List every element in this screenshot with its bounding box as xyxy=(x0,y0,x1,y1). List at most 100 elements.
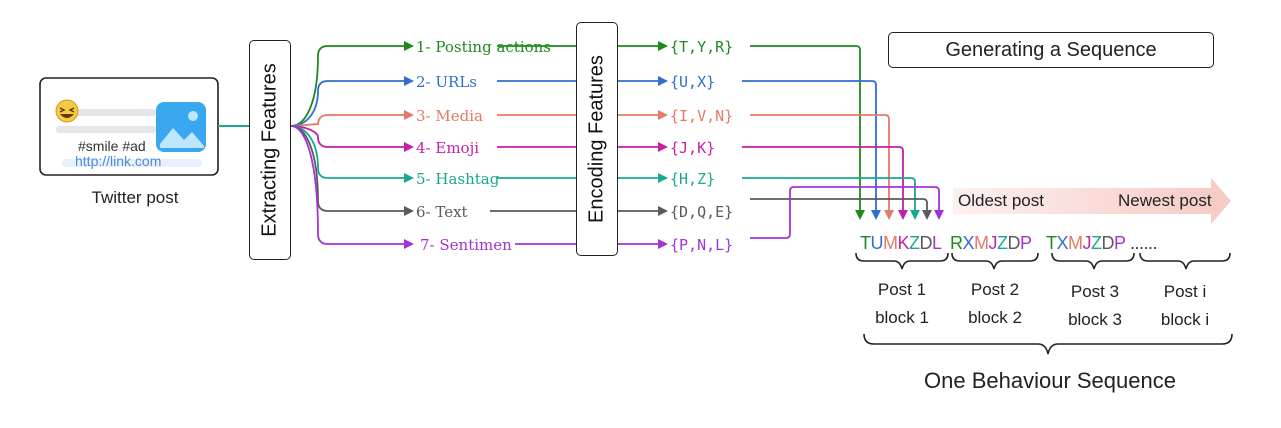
route-line-4 xyxy=(742,146,904,210)
code-label-7: {P,N,L} xyxy=(670,236,733,254)
code-label-1: {T,Y,R} xyxy=(670,38,733,56)
sequence-block3-char-1: T xyxy=(1046,233,1057,253)
sequence-block3-char-5: Z xyxy=(1091,233,1102,253)
post-hashtags: #smile #ad xyxy=(78,138,146,154)
code-label-2: {U,X} xyxy=(670,73,715,91)
post-i-label: Post i block i xyxy=(1145,278,1225,334)
encode-arrowhead-4 xyxy=(658,142,668,152)
feature-label-5: 5- Hashtag xyxy=(416,170,500,188)
encode-arrowhead-6 xyxy=(658,206,668,216)
code-label-5: {H,Z} xyxy=(670,170,715,188)
sequence-routing-arrows xyxy=(742,45,944,239)
sequence-block1-char-7: L xyxy=(932,233,942,253)
route-line-1 xyxy=(750,45,861,210)
sequence-block1-char-5: Z xyxy=(909,233,920,253)
sequence-block2-char-7: P xyxy=(1020,233,1032,253)
feature-labels: 1- Posting actions 2- URLs 3- Media 4- Emoj… xyxy=(416,38,551,254)
sequence-brace xyxy=(863,333,1233,355)
sequence-block1-char-4: K xyxy=(897,233,910,253)
sequence-block2-char-2: X xyxy=(962,233,975,253)
route-line-2 xyxy=(742,80,877,210)
post-i-block: block i xyxy=(1160,310,1210,329)
fanout-arrowhead-6 xyxy=(404,206,414,216)
sequence-block1-char-1: T xyxy=(860,233,871,253)
code-label-3: {I,V,N} xyxy=(670,107,733,125)
extract-features-box: Extracting Features xyxy=(249,40,291,260)
post-braces xyxy=(855,252,1231,270)
encode-arrowhead-5 xyxy=(658,173,668,183)
sequence-block2-char-3: M xyxy=(974,233,989,253)
encode-features-box: Encoding Features xyxy=(576,22,618,256)
route-arrowhead-1 xyxy=(855,210,865,220)
feature-label-2: 2- URLs xyxy=(416,73,477,91)
code-label-4: {J,K} xyxy=(670,139,715,157)
fanout-line-1 xyxy=(290,45,404,127)
route-arrowhead-7 xyxy=(934,210,944,220)
code-label-6: {D,Q,E} xyxy=(670,203,733,221)
post-link: http://link.com xyxy=(75,153,161,169)
post-1-label: Post 1 block 1 xyxy=(862,276,942,332)
sequence-block-2: RXMJZDP xyxy=(950,233,1032,254)
oldest-post-label: Oldest post xyxy=(958,191,1044,210)
fanout-line-4 xyxy=(290,125,404,148)
sequence-block1-char-6: D xyxy=(919,233,933,253)
feature-label-1: 1- Posting actions xyxy=(416,38,551,56)
feature-label-3: 3- Media xyxy=(416,107,483,125)
route-arrowhead-4 xyxy=(898,210,908,220)
twitter-post-caption: Twitter post xyxy=(91,188,179,207)
encode-arrowhead-7 xyxy=(658,239,668,249)
fanout-arrowhead-4 xyxy=(404,142,414,152)
fanout-line-5 xyxy=(290,125,404,179)
fanout-line-3 xyxy=(290,114,404,127)
sequence-block3-char-4: J xyxy=(1082,233,1092,253)
fanout-arrowhead-3 xyxy=(404,110,414,120)
route-arrowhead-5 xyxy=(910,210,920,220)
fanout-line-2 xyxy=(290,80,404,127)
timeline-arrow xyxy=(953,178,1231,224)
post-2-title: Post 2 xyxy=(970,280,1020,299)
encode-arrowhead-1 xyxy=(658,41,668,51)
sequence-block3-char-6: D xyxy=(1101,233,1115,253)
route-line-6 xyxy=(750,198,928,210)
sequence-block3-char-2: X xyxy=(1056,233,1069,253)
image-icon xyxy=(156,102,206,152)
fanout-line-6 xyxy=(290,125,404,212)
post-2-block: block 2 xyxy=(968,308,1022,327)
sequence-block2-char-5: Z xyxy=(997,233,1008,253)
sequence-block2-char-6: D xyxy=(1007,233,1021,253)
encode-arrowhead-3 xyxy=(658,110,668,120)
one-behaviour-sequence-label: One Behaviour Sequence xyxy=(924,368,1176,393)
post-i-title: Post i xyxy=(1163,282,1207,301)
sequence-ellipsis: ...... xyxy=(1130,233,1158,253)
sequence-block3-char-3: M xyxy=(1068,233,1083,253)
sequence-block-1: TUMKZDL xyxy=(860,233,942,254)
post-2-label: Post 2 block 2 xyxy=(955,276,1035,332)
route-line-5 xyxy=(742,177,916,210)
post-1-block: block 1 xyxy=(875,308,929,327)
sequence-block3-char-7: P xyxy=(1114,233,1126,253)
feature-label-4: 4- Emoji xyxy=(416,139,479,157)
route-line-7 xyxy=(750,186,940,239)
post-1-title: Post 1 xyxy=(877,280,927,299)
fanout-arrowhead-2 xyxy=(404,76,414,86)
route-arrowhead-3 xyxy=(884,210,894,220)
encode-arrowhead-2 xyxy=(658,76,668,86)
generating-sequence-box: Generating a Sequence xyxy=(888,32,1214,68)
fanout-arrowhead-5 xyxy=(404,173,414,183)
sequence-block1-char-2: U xyxy=(870,233,884,253)
extract-features-label: Extracting Features xyxy=(258,63,281,237)
encode-features-label: Encoding Features xyxy=(585,55,608,223)
sequence-block-3: TXMJZDP xyxy=(1046,233,1126,254)
fanout-arrowhead-7 xyxy=(404,239,414,249)
sequence-block1-char-3: M xyxy=(883,233,898,253)
code-labels: {T,Y,R} {U,X} {I,V,N} {J,K} {H,Z} {D,Q,E} {P,N… xyxy=(670,38,733,254)
post-3-label: Post 3 block 3 xyxy=(1055,278,1135,334)
fanout-line-7 xyxy=(290,125,404,245)
feature-fanout xyxy=(290,41,414,249)
fanout-arrowhead-1 xyxy=(404,41,414,51)
route-arrowhead-2 xyxy=(871,210,881,220)
encoded-lines xyxy=(490,41,668,249)
route-line-3 xyxy=(750,114,890,210)
sequence-block2-char-4: J xyxy=(988,233,998,253)
